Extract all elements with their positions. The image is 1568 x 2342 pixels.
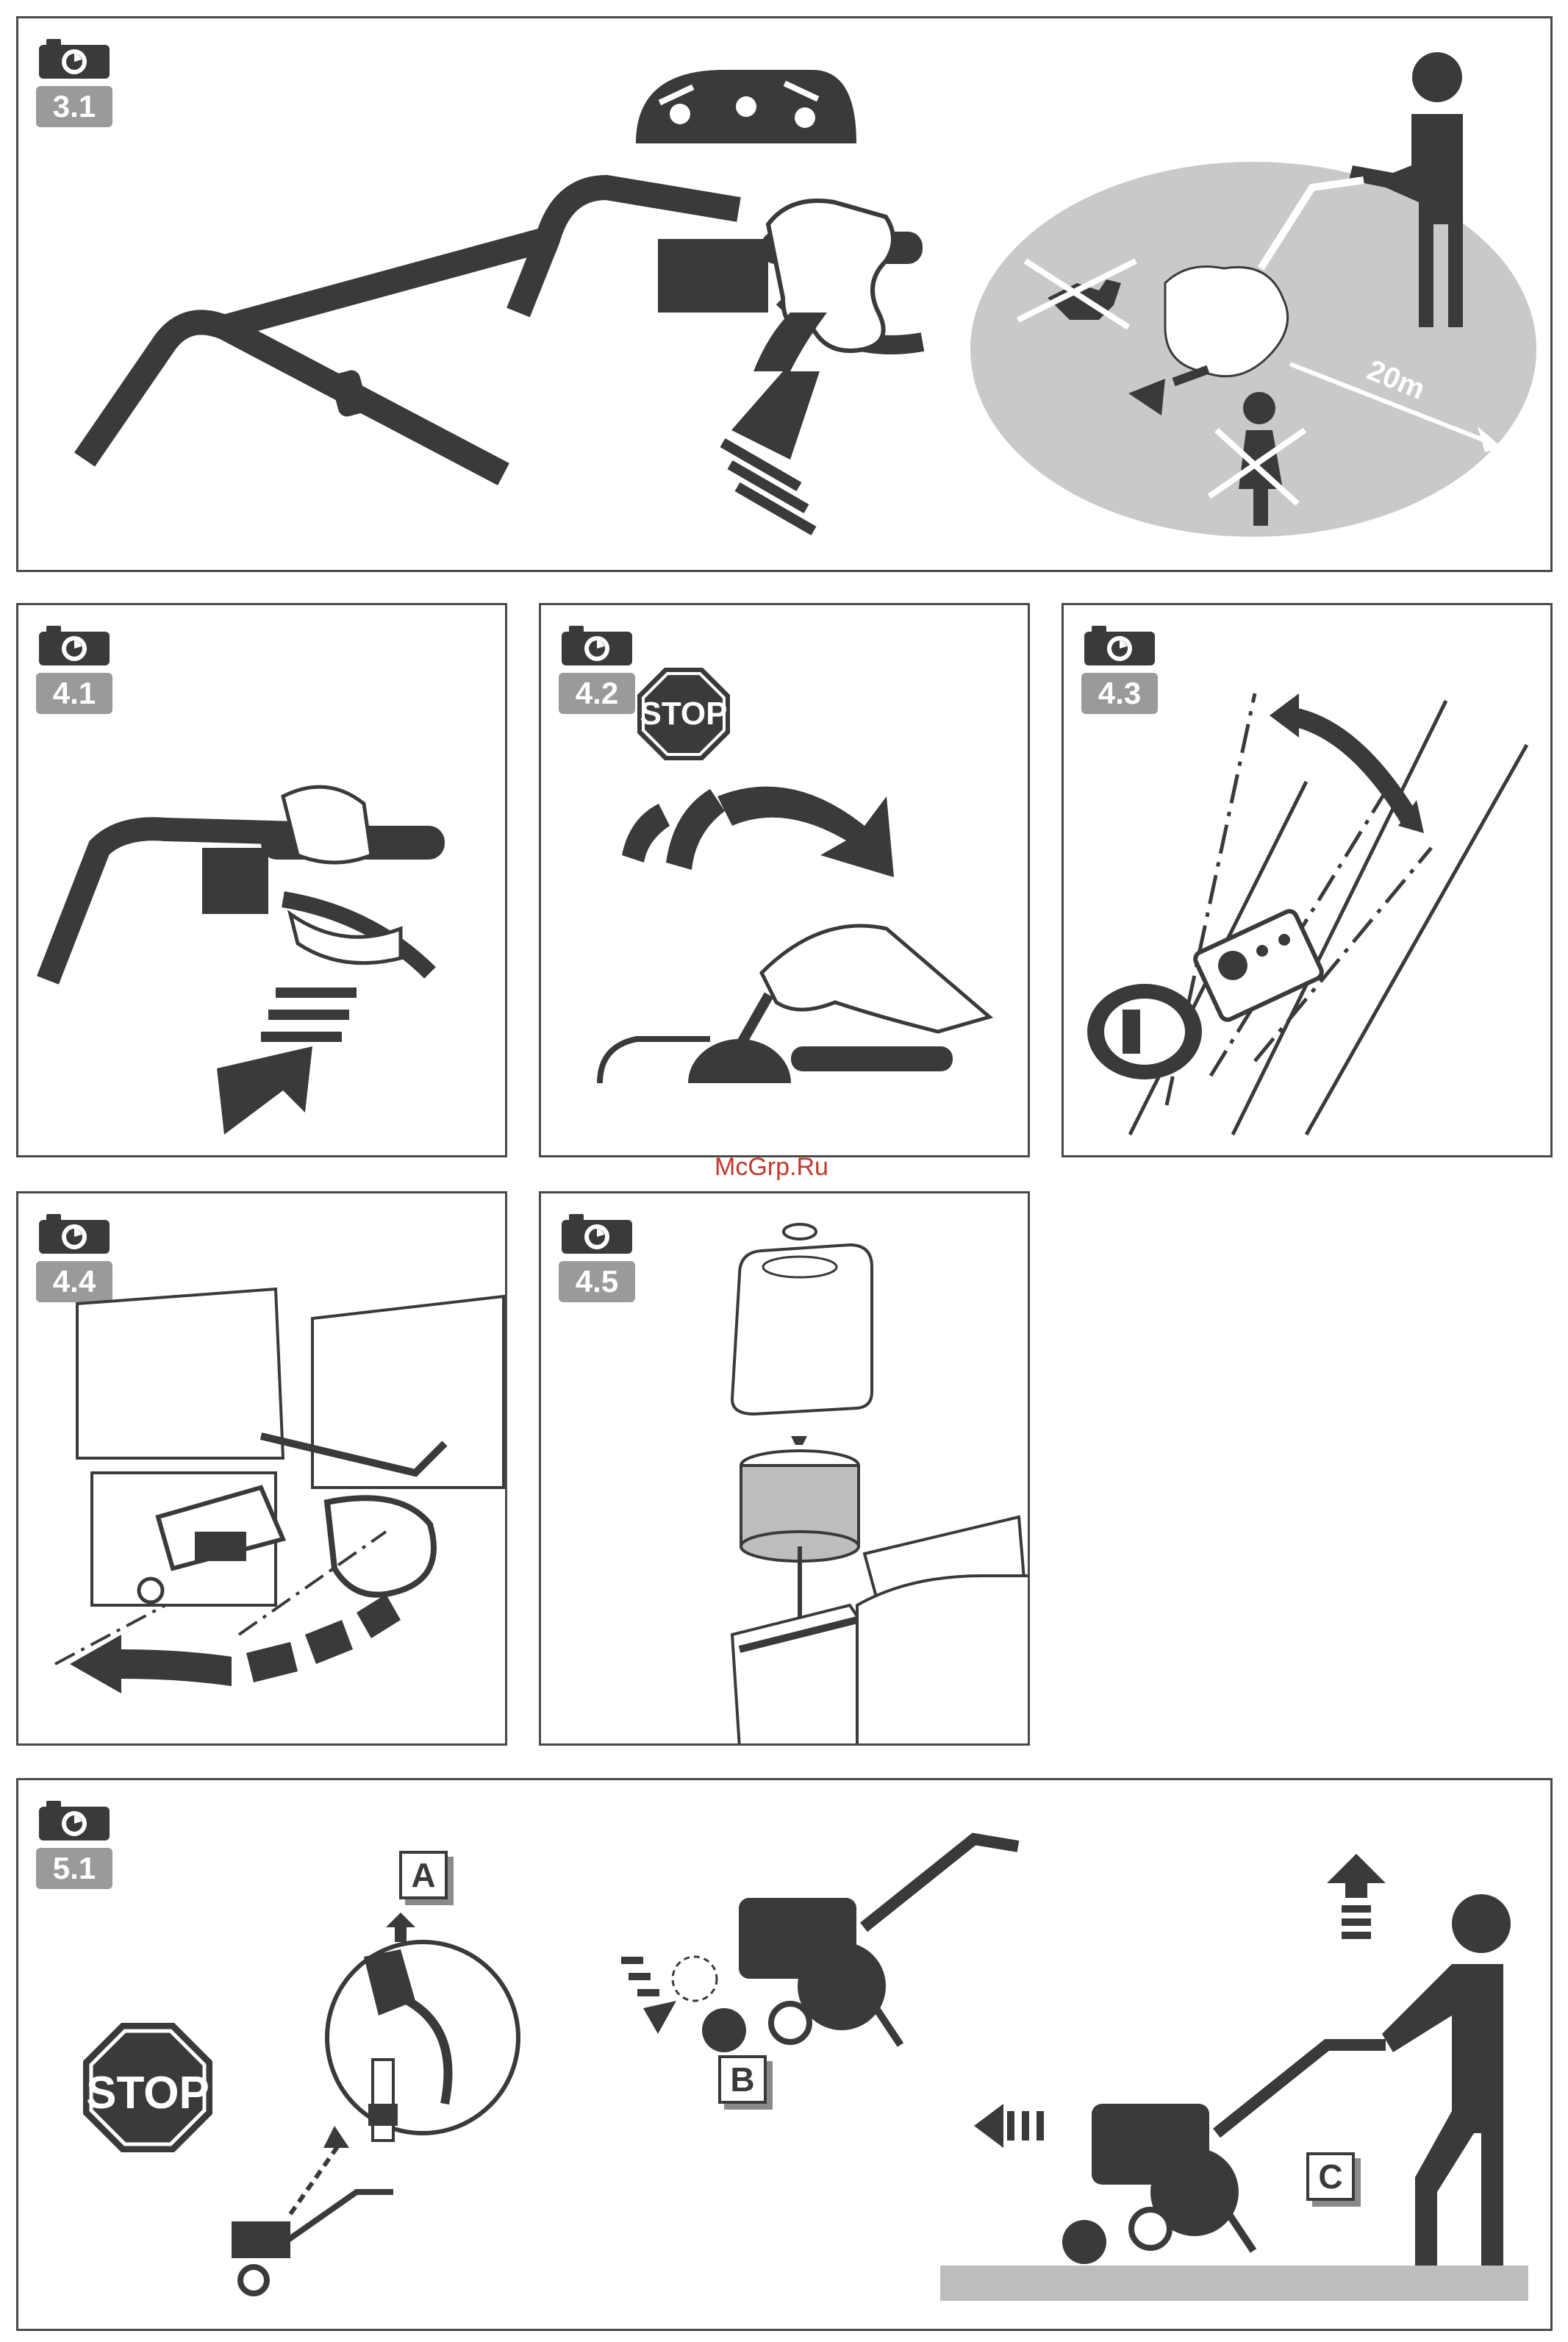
watermark: McGrp.Ru xyxy=(715,1153,828,1182)
fuel-valve-illustration xyxy=(18,1193,507,1746)
arrow-icon xyxy=(621,1957,676,2034)
svg-text:STOP: STOP xyxy=(86,2068,210,2118)
stop-sign-icon: STOP xyxy=(83,2023,212,2152)
panel-3-1: 3.1 xyxy=(16,16,1553,572)
transport-illustration: STOP xyxy=(18,1780,1553,2331)
ground xyxy=(940,2266,1528,2301)
label-a: A xyxy=(399,1851,448,1899)
arrow-icon xyxy=(720,313,827,535)
arrow-icon xyxy=(622,787,894,877)
panel-4-5: 4.5 xyxy=(539,1191,1030,1746)
tiller-icon xyxy=(673,1839,1018,2052)
arrow-icon xyxy=(217,988,357,1135)
label-c: C xyxy=(1306,2152,1355,2201)
handlebar-illustration: 20m xyxy=(18,18,1553,572)
air-filter-icon xyxy=(732,1224,872,1635)
air-filter-illustration xyxy=(541,1193,1030,1746)
throttle-lever-illustration xyxy=(18,605,507,1157)
label-b: B xyxy=(718,2055,767,2104)
spark-plug-icon xyxy=(327,1913,518,2141)
blade-symbol-icon xyxy=(636,70,856,143)
engine-switch-illustration: STOP xyxy=(541,605,1030,1157)
panel-4-4: 4.4 xyxy=(16,1191,507,1746)
stop-sign-icon: STOP xyxy=(637,668,730,760)
panel-4-2: 4.2 STOP xyxy=(539,603,1030,1157)
panel-4-1: 4.1 xyxy=(16,603,507,1157)
svg-text:STOP: STOP xyxy=(640,696,727,732)
arrow-icon xyxy=(70,1594,401,1693)
tiller-icon xyxy=(232,2192,393,2293)
panel-5-1: 5.1 STOP xyxy=(16,1778,1553,2331)
person-icon xyxy=(1382,1894,1511,2266)
panel-4-3: 4.3 xyxy=(1062,603,1553,1157)
handle-height-illustration xyxy=(1064,605,1553,1157)
